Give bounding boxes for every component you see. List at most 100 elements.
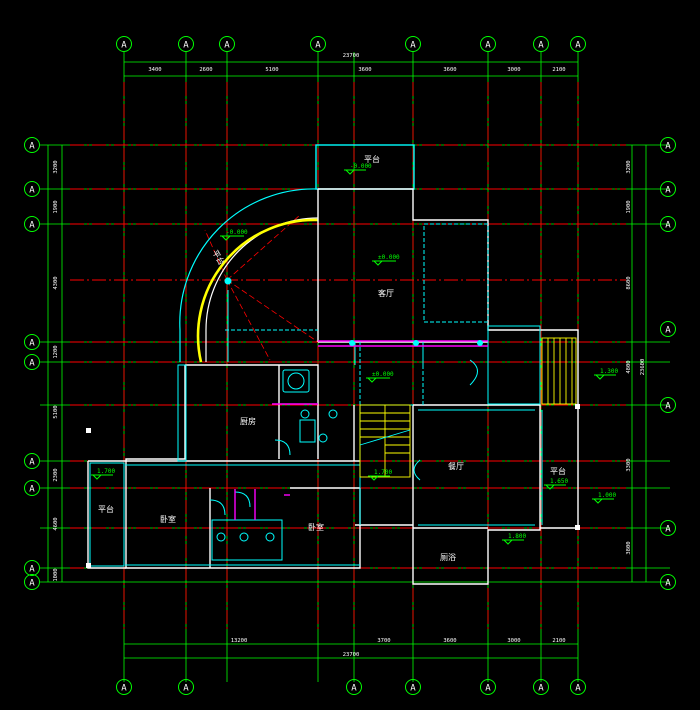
grid-bubble-right (660, 520, 676, 536)
room-bedroom-left: 卧室 (160, 514, 176, 524)
dim-bottom-5: 2100 (552, 638, 565, 644)
grid-bubble-right (660, 216, 676, 232)
dim-left-8: 1000 (53, 568, 59, 581)
grid-bubble-left (24, 574, 40, 590)
grid-bubble-left (24, 334, 40, 350)
arc-terrace (179, 188, 319, 363)
level-west-platform: 1.700 (97, 468, 115, 475)
grid-bubble-label: A (665, 525, 671, 535)
grid-bubble-top (405, 36, 421, 52)
level-east-stair: 1.300 (600, 368, 618, 375)
grid-bubble-label: A (29, 458, 35, 468)
dim-left-5: 5100 (53, 405, 59, 418)
grid-bubble-label: A (410, 684, 416, 694)
grid-bubble-bottom (570, 679, 586, 695)
grid-bubble-label: A (29, 359, 35, 369)
room-labels: 平台 平台 客厅 厨房 餐厅 平台 卧室 卧室 平台 厕浴 (98, 154, 566, 562)
grid-bubble-left (24, 560, 40, 576)
dim-left-4: 1200 (53, 345, 59, 358)
grid-bubble-bottom (346, 679, 362, 695)
grid-bubble-bottom (405, 679, 421, 695)
grid-bubble-left (24, 354, 40, 370)
grid-bubble-right (660, 321, 676, 337)
dim-left-1: 3200 (53, 160, 59, 173)
grid-bubble-right (660, 397, 676, 413)
grid-bubble-label: A (485, 684, 491, 694)
room-bath: 厕浴 (440, 552, 456, 562)
grid-bubble-label: A (665, 221, 671, 231)
grid-bubble-bottom (533, 679, 549, 695)
grid-bubble-top (533, 36, 549, 52)
dim-top-7: 2100 (552, 67, 565, 73)
room-dining: 餐厅 (448, 462, 464, 471)
central-stair (359, 404, 411, 478)
dim-bottom-4: 3000 (507, 638, 520, 644)
grid-bubble-bottom (480, 679, 496, 695)
grid-bubble-bottom (178, 679, 194, 695)
cyan-details (89, 223, 543, 567)
grid-bubble-left (24, 453, 40, 469)
room-top-balcony: 平台 (364, 154, 380, 164)
level-markers: -0.000 -0.000 ±0.000 ±0.000 1.300 1.700 … (91, 163, 618, 545)
grid-lines (40, 52, 670, 682)
magenta-fixtures (234, 340, 488, 520)
level-top-balcony: -0.000 (350, 163, 372, 170)
dim-top-4: 3600 (358, 67, 371, 73)
dim-right-3: 8600 (626, 276, 632, 289)
grid-bubble-label: A (665, 142, 671, 152)
dim-bottom-2: 3700 (377, 638, 390, 644)
grid-bubble-left (24, 480, 40, 496)
dim-top-6: 3000 (507, 67, 520, 73)
grid-bubble-label: A (575, 41, 581, 51)
grid-bubble-right (660, 137, 676, 153)
arc-stair-radials (204, 214, 319, 361)
grid-bubble-right (660, 181, 676, 197)
grid-bubble-label: A (315, 41, 321, 51)
dim-right-1: 3200 (626, 160, 632, 173)
grid-bubble-label: A (538, 41, 544, 51)
level-east-outside: 1.000 (598, 492, 616, 499)
grid-bubble-label: A (575, 684, 581, 694)
dim-right-4: 4800 (626, 360, 632, 373)
level-hall: ±0.000 (372, 371, 394, 378)
level-east-balcony: 1.650 (550, 478, 568, 485)
dim-left-2: 1900 (53, 200, 59, 213)
grid-bubble-label: A (665, 402, 671, 412)
level-small-room: 1.800 (508, 533, 526, 540)
room-west-platform: 平台 (98, 504, 114, 514)
dim-right-6: 3800 (626, 541, 632, 554)
grid-bubble-top (480, 36, 496, 52)
grid-bubble-left (24, 181, 40, 197)
dim-top-5: 3600 (443, 67, 456, 73)
corner-markers (86, 404, 580, 568)
grid-bubble-top (219, 36, 235, 52)
grid-bubble-label: A (665, 579, 671, 589)
room-east-platform: 平台 (550, 466, 566, 476)
dim-top-2: 2600 (199, 67, 212, 73)
grid-bubble-label: A (183, 684, 189, 694)
dim-left-6: 2300 (53, 468, 59, 481)
axis-lines (70, 82, 626, 630)
room-bedroom-right: 卧室 (308, 522, 324, 532)
dim-right-5: 3300 (626, 458, 632, 471)
dim-bottom-1: 13200 (231, 638, 248, 644)
corridor-windows (224, 277, 483, 346)
grid-bubble-label: A (29, 221, 35, 231)
room-living: 客厅 (378, 288, 394, 298)
grid-bubble-label: A (29, 142, 35, 152)
dim-top-3: 5100 (265, 67, 278, 73)
left-dimension-texts: 3200 1900 4300 1200 5100 2300 4600 1000 (53, 160, 59, 581)
grid-bubble-label: A (485, 41, 491, 51)
grid-bubble-label: A (29, 579, 35, 589)
grid-bubble-label: A (665, 186, 671, 196)
dim-left-3: 4300 (53, 276, 59, 289)
grid-bubble-top (116, 36, 132, 52)
grid-bubble-label: A (410, 41, 416, 51)
grid-bubble-label: A (538, 684, 544, 694)
grid-bubble-label: A (351, 684, 357, 694)
east-stair (541, 337, 577, 405)
grid-bubble-top (570, 36, 586, 52)
grid-bubble-left (24, 216, 40, 232)
dimension-texts: 3400 2600 5100 3600 3600 3000 2100 23700… (148, 53, 565, 658)
level-arc-terrace: -0.000 (226, 229, 248, 236)
